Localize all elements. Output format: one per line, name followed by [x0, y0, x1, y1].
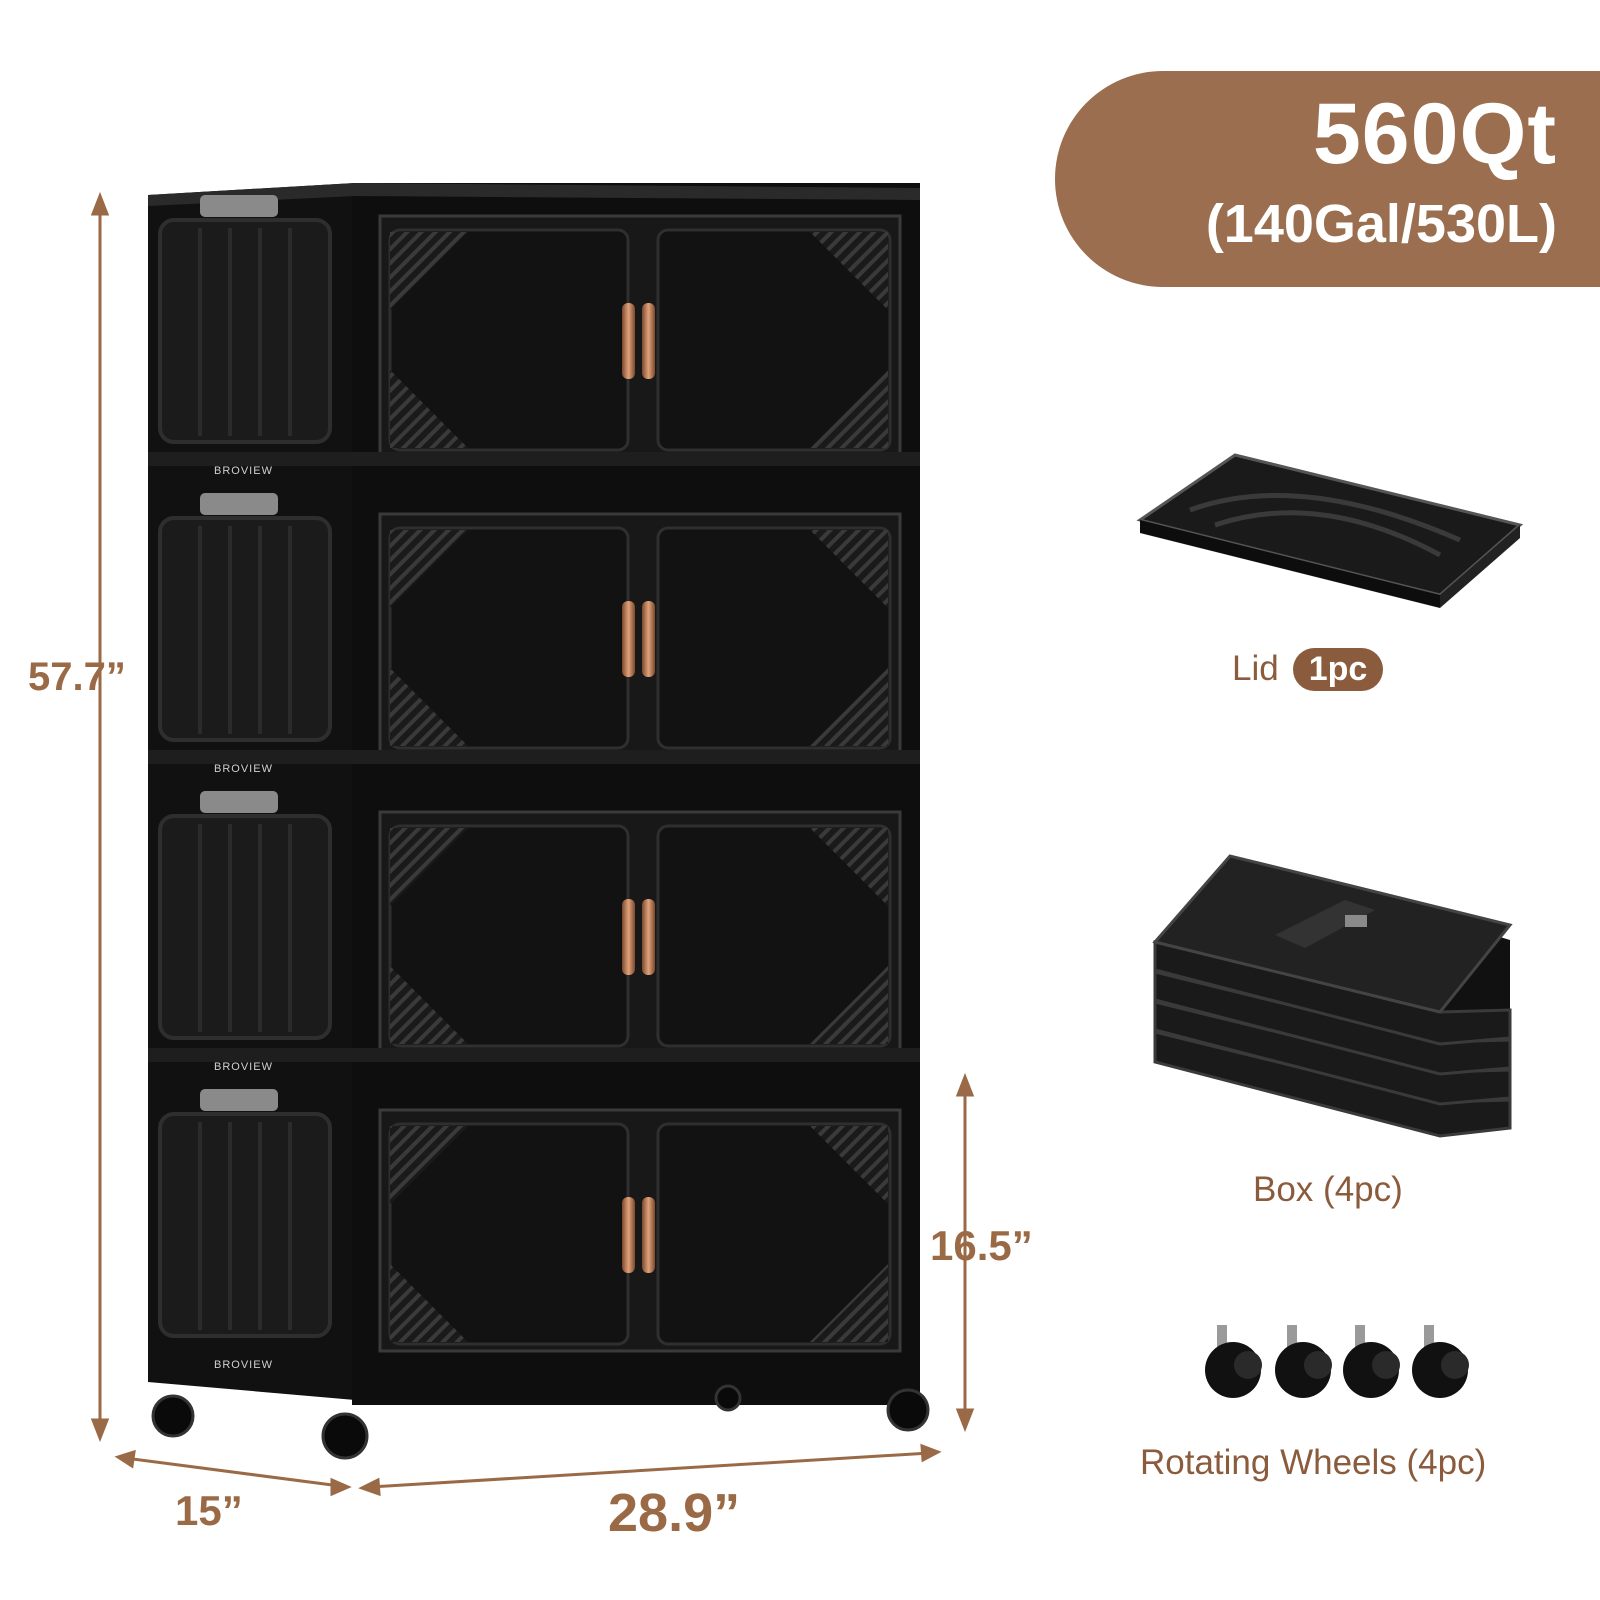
depth-dimension-line [114, 1449, 352, 1497]
box-label: Box (4pc) [1253, 1170, 1403, 1209]
lid-count-pill: 1pc [1292, 648, 1384, 691]
brand-logo-1: BROVIEW [214, 465, 273, 477]
tier-3 [148, 750, 920, 1055]
brand-logo-3: BROVIEW [214, 1061, 273, 1073]
height-dimension-line [90, 191, 110, 1443]
folded-boxes-illustration [1152, 854, 1513, 1138]
box-height-dimension-line [955, 1072, 975, 1433]
height-label: 57.7” [28, 655, 126, 699]
brand-logo-2: BROVIEW [214, 763, 273, 775]
capacity-main: 560Qt [1312, 86, 1557, 182]
lid-label-text: Lid [1232, 649, 1279, 688]
rotating-wheels-illustration [1205, 1325, 1469, 1398]
brand-logo-4: BROVIEW [214, 1359, 273, 1371]
capacity-sub: (140Gal/530L) [1205, 194, 1557, 254]
tier-1 [158, 195, 902, 459]
box-height-label: 16.5” [930, 1222, 1033, 1269]
width-dimension-line [358, 1443, 942, 1497]
cabinet-wheels [151, 1384, 930, 1460]
tier-4 [148, 1048, 920, 1353]
cabinet [148, 183, 930, 1460]
capacity-badge: 560Qt (140Gal/530L) [1055, 71, 1600, 287]
lid-label: Lid 1pc [1232, 648, 1384, 691]
tier-2 [148, 452, 920, 757]
wheels-label: Rotating Wheels (4pc) [1140, 1443, 1487, 1482]
lid-illustration [1136, 453, 1524, 608]
depth-label: 15” [175, 1487, 243, 1534]
width-label: 28.9” [608, 1483, 741, 1543]
